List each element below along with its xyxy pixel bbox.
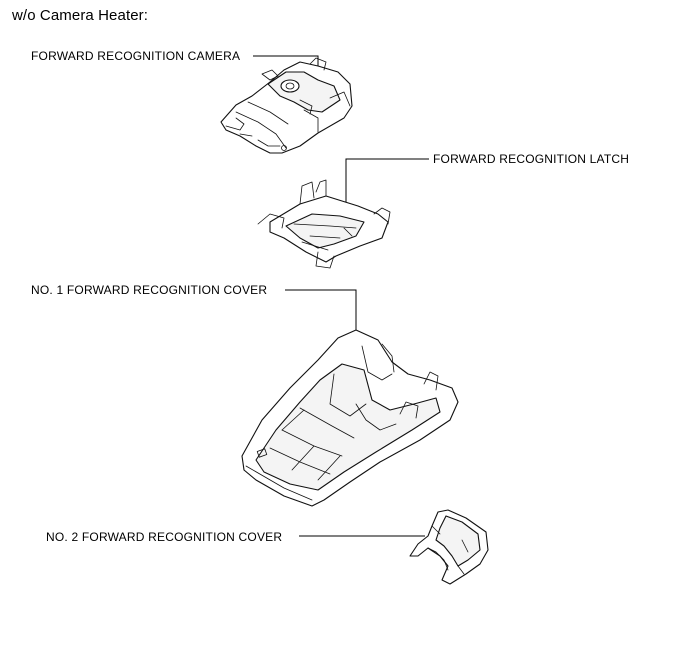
label-no1-forward-recognition-cover: NO. 1 FORWARD RECOGNITION COVER <box>31 283 268 297</box>
no1-forward-recognition-cover-part <box>241 329 459 507</box>
label-forward-recognition-camera: FORWARD RECOGNITION CAMERA <box>31 49 241 63</box>
label-forward-recognition-latch: FORWARD RECOGNITION LATCH <box>433 152 630 166</box>
leader-latch <box>345 158 429 218</box>
forward-recognition-latch-part <box>257 179 391 269</box>
leader-lines <box>253 55 429 537</box>
leader-cover1 <box>285 289 357 330</box>
diagram-title: w/o Camera Heater: <box>12 7 149 24</box>
leader-camera <box>253 55 319 70</box>
label-no2-forward-recognition-cover: NO. 2 FORWARD RECOGNITION COVER <box>46 530 283 544</box>
forward-recognition-camera-part <box>220 57 353 154</box>
no2-forward-recognition-cover-part <box>409 509 489 585</box>
